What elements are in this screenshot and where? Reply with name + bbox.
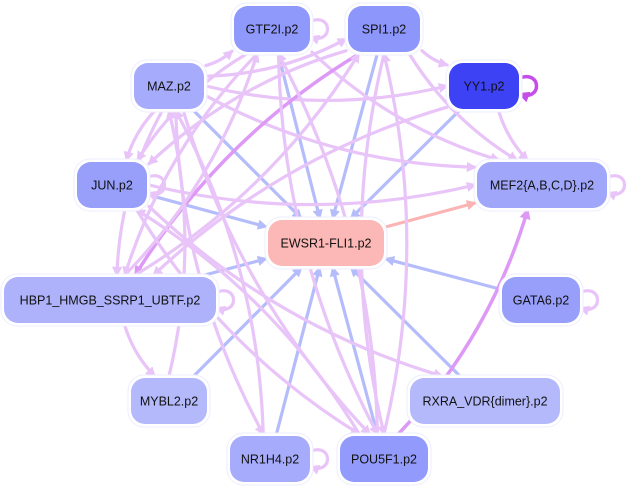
edge-jun-to-jun [146, 174, 166, 201]
edge-pou5f1-to-ewsr1 [329, 266, 379, 436]
node-label: NR1H4.p2 [241, 453, 299, 467]
node-box [234, 6, 310, 52]
node-spi1[interactable]: SPI1.p2 [344, 2, 424, 56]
node-jun[interactable]: JUN.p2 [73, 158, 151, 212]
node-rxra[interactable]: RXRA_VDR{dimer}.p2 [406, 374, 564, 428]
node-box [134, 63, 204, 109]
edge-mef2-to-mef2 [606, 174, 626, 201]
node-label: RXRA_VDR{dimer}.p2 [422, 395, 547, 409]
edge-gata6-to-gata6 [579, 289, 599, 316]
node-box [340, 436, 428, 482]
node-label: MYBL2.p2 [140, 395, 198, 409]
edge-jun-to-pou5f1 [135, 208, 361, 436]
node-box [502, 277, 580, 323]
edge-rxra-to-ewsr1 [349, 266, 462, 378]
node-label: MEF2{A,B,C,D}.p2 [490, 179, 594, 193]
edges-layer [112, 18, 626, 475]
node-yy1[interactable]: YY1.p2 [445, 59, 523, 113]
node-label: HBP1_HMGB_SSRP1_UBTF.p2 [20, 294, 201, 308]
node-mef2[interactable]: MEF2{A,B,C,D}.p2 [473, 158, 611, 212]
edge-spi1-to-mef2 [407, 52, 519, 162]
node-box [4, 277, 216, 323]
edge-nr1h4-to-maz [174, 109, 265, 436]
edge-hbp1-to-mybl2 [123, 323, 156, 378]
node-label: YY1.p2 [463, 80, 504, 94]
node-ewsr1[interactable]: EWSR1-FLI1.p2 [264, 216, 388, 270]
edge-spi1-to-yy1 [420, 49, 449, 68]
edge-pou5f1-to-spi1 [380, 52, 409, 436]
edge-hbp1-to-spi1 [133, 52, 361, 277]
node-mybl2[interactable]: MYBL2.p2 [127, 374, 211, 428]
edge-maz-to-ewsr1 [192, 109, 303, 220]
node-gtf2i[interactable]: GTF2I.p2 [230, 2, 314, 56]
node-box [268, 220, 384, 266]
node-label: MAZ.p2 [147, 80, 191, 94]
node-hbp1[interactable]: HBP1_HMGB_SSRP1_UBTF.p2 [0, 273, 220, 327]
edge-yy1-to-yy1 [517, 74, 539, 103]
edge-mybl2-to-ewsr1 [192, 266, 303, 378]
node-label: POU5F1.p2 [351, 453, 417, 467]
node-box [131, 378, 207, 424]
node-box [230, 436, 310, 482]
edge-hbp1-to-ewsr1 [203, 255, 268, 277]
node-nr1h4[interactable]: NR1H4.p2 [226, 432, 314, 486]
edge-maz-to-gtf2i [204, 49, 234, 68]
edge-yy1-to-mef2 [497, 109, 529, 162]
node-label: EWSR1-FLI1.p2 [280, 237, 371, 251]
edge-maz-to-jun [123, 109, 157, 162]
node-maz[interactable]: MAZ.p2 [130, 59, 208, 113]
node-label: GTF2I.p2 [246, 23, 299, 37]
node-label: SPI1.p2 [362, 23, 407, 37]
edge-maz-to-mef2 [204, 94, 478, 173]
edge-spi1-to-ewsr1 [329, 52, 379, 220]
edge-ewsr1-to-mef2 [384, 200, 477, 229]
node-pou5f1[interactable]: POU5F1.p2 [336, 432, 432, 486]
edge-jun-to-ewsr1 [147, 193, 268, 230]
node-box [77, 162, 147, 208]
node-box [449, 63, 519, 109]
node-label: GATA6.p2 [513, 294, 570, 308]
edge-yy1-to-ewsr1 [349, 109, 461, 220]
node-box [477, 162, 607, 208]
edge-pou5f1-to-jun [135, 208, 361, 436]
node-box [348, 6, 420, 52]
edge-hbp1-to-hbp1 [215, 289, 235, 316]
node-box [410, 378, 560, 424]
node-gata6[interactable]: GATA6.p2 [498, 273, 584, 327]
node-label: JUN.p2 [91, 179, 133, 193]
edge-nr1h4-to-nr1h4 [309, 448, 329, 475]
edge-gata6-to-ewsr1 [384, 256, 502, 291]
edge-spi1-to-hbp1 [133, 52, 361, 277]
edge-gtf2i-to-gtf2i [309, 18, 329, 45]
